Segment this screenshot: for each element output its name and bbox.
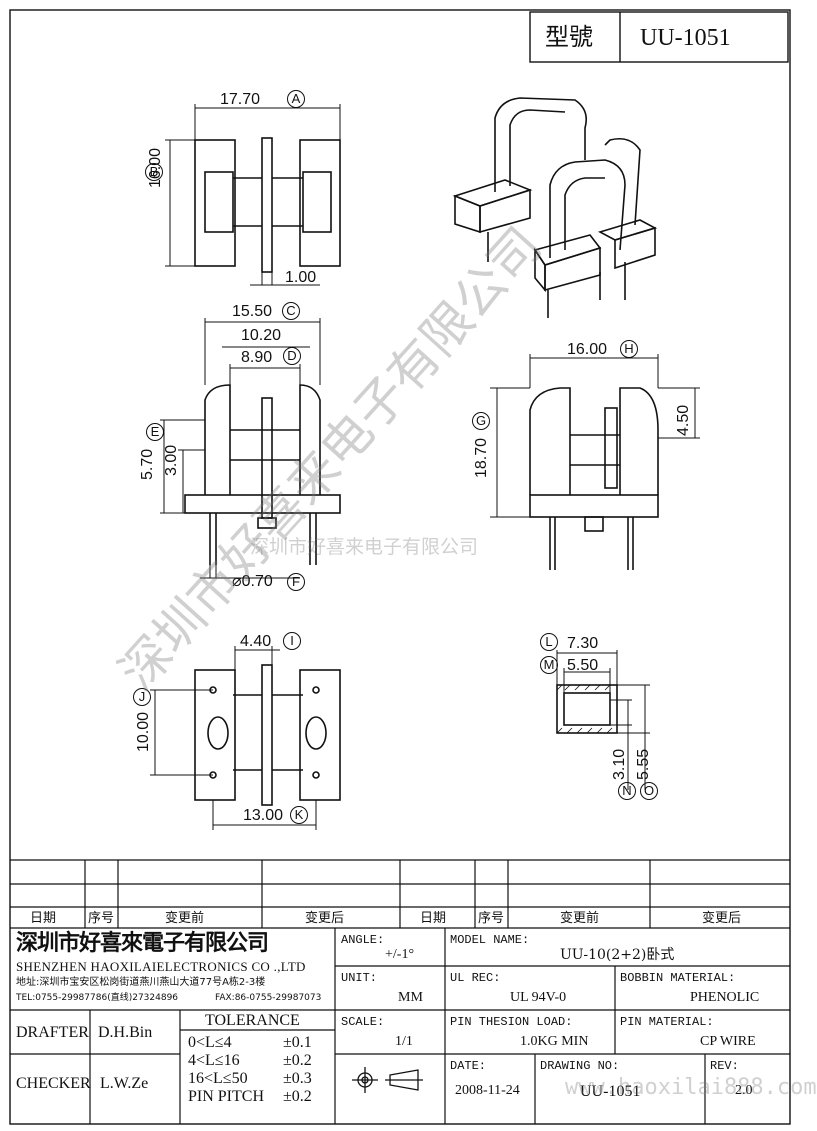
tag-b: B bbox=[145, 163, 163, 181]
tag-h: H bbox=[620, 340, 638, 358]
projection-symbol-icon bbox=[352, 1067, 423, 1093]
dim-1-00: 1.00 bbox=[285, 269, 317, 286]
dim-m: 5.50 bbox=[567, 657, 599, 674]
unit-label: UNIT: bbox=[341, 971, 378, 985]
tag-d: D bbox=[283, 347, 301, 365]
rev-value: 2.0 bbox=[735, 1083, 753, 1098]
tol-value-1: ±0.1 bbox=[283, 1034, 312, 1051]
dim-a: 17.70 bbox=[220, 91, 261, 108]
dim-c: 15.50 bbox=[232, 303, 273, 320]
rev-col-date-2: 日期 bbox=[420, 911, 447, 926]
company-address: 地址:深圳市宝安区松岗街道燕川燕山大道77号A栋2-3楼 bbox=[16, 977, 266, 988]
angle-value: +/-1° bbox=[385, 947, 415, 962]
tag-o: O bbox=[640, 782, 658, 800]
view-front bbox=[184, 384, 341, 565]
view-pin-section bbox=[556, 684, 618, 734]
dim-l: 7.30 bbox=[567, 635, 599, 652]
tol-range-3: 16<L≤50 bbox=[188, 1070, 248, 1087]
tag-i: I bbox=[283, 632, 301, 650]
tag-j: J bbox=[133, 688, 151, 706]
drawing-sheet: 型號 UU-1051 17.70 A 16.00 B 1.00 15.50 C … bbox=[9, 9, 817, 1125]
rev-col-after-1: 变更后 bbox=[305, 911, 345, 926]
dim-4-50: 4.50 bbox=[675, 404, 692, 436]
date-value: 2008-11-24 bbox=[455, 1083, 520, 1098]
pin-mat-label: PIN MATERIAL: bbox=[620, 1015, 714, 1029]
dim-k: 13.00 bbox=[243, 807, 284, 824]
tol-value-4: ±0.2 bbox=[283, 1088, 312, 1105]
rev-col-date-1: 日期 bbox=[30, 911, 57, 926]
scale-value: 1/1 bbox=[395, 1034, 413, 1049]
scale-label: SCALE: bbox=[341, 1015, 385, 1029]
tol-value-2: ±0.2 bbox=[283, 1052, 312, 1069]
rev-col-no-2: 序号 bbox=[478, 911, 505, 926]
dim-10-20: 10.20 bbox=[241, 327, 282, 344]
model-name-label: MODEL NAME: bbox=[450, 933, 530, 947]
rev-col-after-2: 变更后 bbox=[702, 911, 742, 926]
drawing-lines bbox=[9, 9, 791, 1125]
tolerance-label: TOLERANCE bbox=[205, 1012, 300, 1029]
drawing-no-label: DRAWING NO: bbox=[540, 1059, 620, 1073]
dim-3-00: 3.00 bbox=[163, 444, 180, 476]
dim-o: 5.55 bbox=[635, 748, 652, 780]
tag-m: M bbox=[540, 656, 558, 674]
tag-k: K bbox=[290, 806, 308, 824]
tag-e: E bbox=[146, 423, 164, 441]
checker-label: CHECKER bbox=[16, 1075, 91, 1092]
tag-c: C bbox=[282, 302, 300, 320]
tol-range-4: PIN PITCH bbox=[188, 1088, 265, 1105]
rev-col-before-1: 变更前 bbox=[165, 911, 205, 926]
tag-g: G bbox=[472, 412, 490, 430]
ul-rec-value: UL 94V-0 bbox=[510, 990, 567, 1005]
tag-a: A bbox=[287, 90, 305, 108]
company-fax: FAX:86-0755-29987073 bbox=[215, 993, 322, 1003]
title-block-lines bbox=[10, 928, 790, 1124]
ul-rec-label: UL REC: bbox=[450, 971, 501, 985]
model-label: 型號 bbox=[545, 25, 593, 51]
date-label: DATE: bbox=[450, 1059, 487, 1073]
dim-g: 18.70 bbox=[473, 437, 490, 478]
model-name-value: UU-10(2+2)卧式 bbox=[560, 947, 675, 963]
view-bottom bbox=[194, 664, 341, 806]
rev-label: REV: bbox=[710, 1059, 739, 1073]
drawing-no-value: UU-1051 bbox=[580, 1083, 641, 1100]
company-name-cn: 深圳市好喜來電子有限公司 bbox=[16, 930, 269, 956]
unit-value: MM bbox=[398, 990, 423, 1005]
tag-f: F bbox=[287, 573, 305, 591]
dim-i: 4.40 bbox=[240, 633, 272, 650]
pin-mat-value: CP WIRE bbox=[700, 1034, 756, 1049]
rev-col-before-2: 变更前 bbox=[560, 911, 600, 926]
tol-value-3: ±0.3 bbox=[283, 1070, 312, 1087]
drafter-label: DRAFTER bbox=[16, 1024, 89, 1041]
tol-range-1: 0<L≤4 bbox=[188, 1034, 232, 1051]
dim-f: ⌀0.70 bbox=[232, 573, 273, 590]
view-side bbox=[529, 387, 659, 570]
company-tel: TEL:0755-29987786(直线)27324896 bbox=[16, 993, 179, 1003]
model-value: UU-1051 bbox=[640, 25, 731, 51]
company-name-en: SHENZHEN HAOXILAIELECTRONICS CO .,LTD bbox=[16, 959, 306, 974]
dim-d: 8.90 bbox=[241, 349, 273, 366]
dim-n: 3.10 bbox=[611, 748, 628, 780]
tol-range-2: 4<L≤16 bbox=[188, 1052, 240, 1069]
drafter-value: D.H.Bin bbox=[98, 1024, 153, 1041]
pin-load-label: PIN THESION LOAD: bbox=[450, 1015, 573, 1029]
tag-n: N bbox=[618, 782, 636, 800]
view-top-left bbox=[194, 137, 341, 273]
pin-load-value: 1.0KG MIN bbox=[520, 1034, 589, 1049]
tag-l: L bbox=[540, 633, 558, 651]
dim-e: 5.70 bbox=[139, 448, 156, 480]
dim-j: 10.00 bbox=[135, 711, 152, 752]
rev-col-no-1: 序号 bbox=[88, 911, 115, 926]
revision-table-lines bbox=[10, 859, 790, 929]
angle-label: ANGLE: bbox=[341, 933, 385, 947]
bobbin-label: BOBBIN MATERIAL: bbox=[620, 971, 736, 985]
view-isometric bbox=[452, 97, 658, 318]
dim-h: 16.00 bbox=[567, 341, 608, 358]
checker-value: L.W.Ze bbox=[100, 1075, 149, 1092]
bobbin-value: PHENOLIC bbox=[690, 990, 760, 1005]
